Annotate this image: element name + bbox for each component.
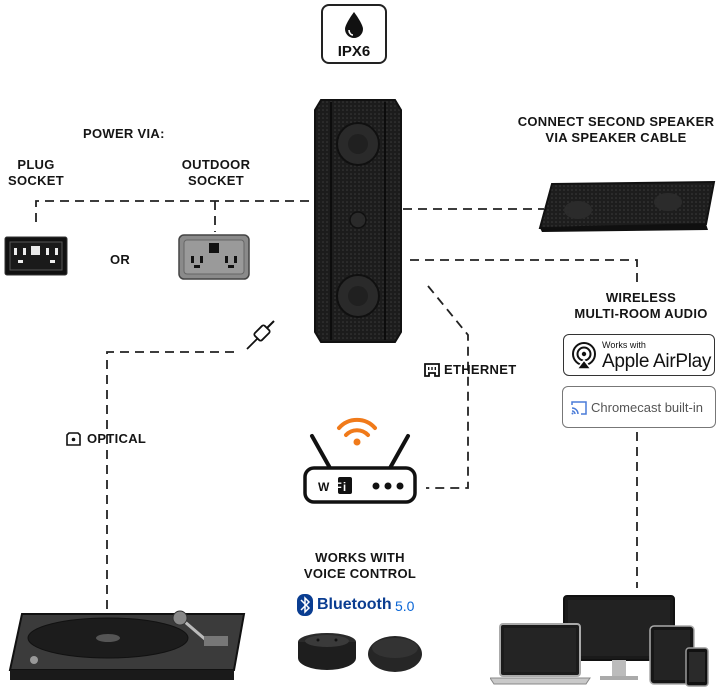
bluetooth-word: Bluetooth xyxy=(317,596,392,613)
plug-socket-line1: PLUG xyxy=(17,157,55,172)
bluetooth-icon xyxy=(297,594,313,616)
voice-label: WORKS WITH VOICE CONTROL xyxy=(285,550,435,582)
airplay-big-text: Apple AirPlay xyxy=(602,351,712,372)
outdoor-socket-line2: SOCKET xyxy=(188,173,244,188)
main-speaker xyxy=(314,99,402,343)
ipx6-label: IPX6 xyxy=(337,43,371,60)
outdoor-socket-line1: OUTDOOR xyxy=(181,157,251,172)
optical-connector-icon xyxy=(246,320,275,350)
airplay-badge: Works with Apple AirPlay xyxy=(563,334,715,376)
airplay-small-text: Works with xyxy=(602,340,646,350)
ipx6-badge: IPX6 xyxy=(321,4,387,64)
voice-line1: WORKS WITH xyxy=(315,550,405,565)
turntable xyxy=(8,610,246,680)
wifi-router xyxy=(303,434,417,504)
ethernet-line xyxy=(426,285,469,489)
outdoor-socket-icon xyxy=(178,234,250,280)
optical-line xyxy=(106,351,234,612)
chromecast-text: Chromecast built-in xyxy=(591,400,703,415)
wireless-line xyxy=(410,259,638,286)
second-speaker-label: CONNECT SECOND SPEAKER VIA SPEAKER CABLE xyxy=(506,114,726,146)
plug-socket-icon xyxy=(4,236,68,276)
router-brand-text: WiFi xyxy=(318,480,347,494)
ethernet-port-icon xyxy=(424,363,440,377)
plug-socket-label: PLUG SOCKET xyxy=(5,157,67,189)
echo-dot-speaker xyxy=(298,633,356,670)
second-speaker xyxy=(538,180,716,232)
bluetooth-version: 5.0 xyxy=(395,598,415,614)
router-brand: WiFi xyxy=(318,480,348,494)
ethernet-label: ETHERNET xyxy=(444,362,517,377)
wireless-label: WIRELESS MULTI-ROOM AUDIO xyxy=(556,290,726,322)
cast-icon xyxy=(571,401,587,415)
optical-port-icon xyxy=(66,432,81,446)
outdoor-socket-label: OUTDOOR SOCKET xyxy=(170,157,262,189)
second-speaker-line2: VIA SPEAKER CABLE xyxy=(545,130,687,145)
power-title: POWER VIA: xyxy=(83,126,165,141)
plug-socket-line2: SOCKET xyxy=(8,173,64,188)
voice-line2: VOICE CONTROL xyxy=(303,566,417,581)
second-speaker-line1: CONNECT SECOND SPEAKER xyxy=(517,114,715,129)
google-nest-mini xyxy=(368,636,422,672)
wifi-signal-icon xyxy=(337,417,377,446)
wireless-line2: MULTI-ROOM AUDIO xyxy=(574,306,708,321)
wireless-line1: WIRELESS xyxy=(605,290,677,305)
devices-group xyxy=(490,595,709,687)
optical-label: OPTICAL xyxy=(87,431,147,446)
power-line xyxy=(35,200,315,222)
chromecast-badge: Chromecast built-in xyxy=(562,386,716,428)
airplay-icon xyxy=(572,342,596,370)
or-text: OR xyxy=(110,252,131,267)
water-drop-icon xyxy=(345,12,363,38)
